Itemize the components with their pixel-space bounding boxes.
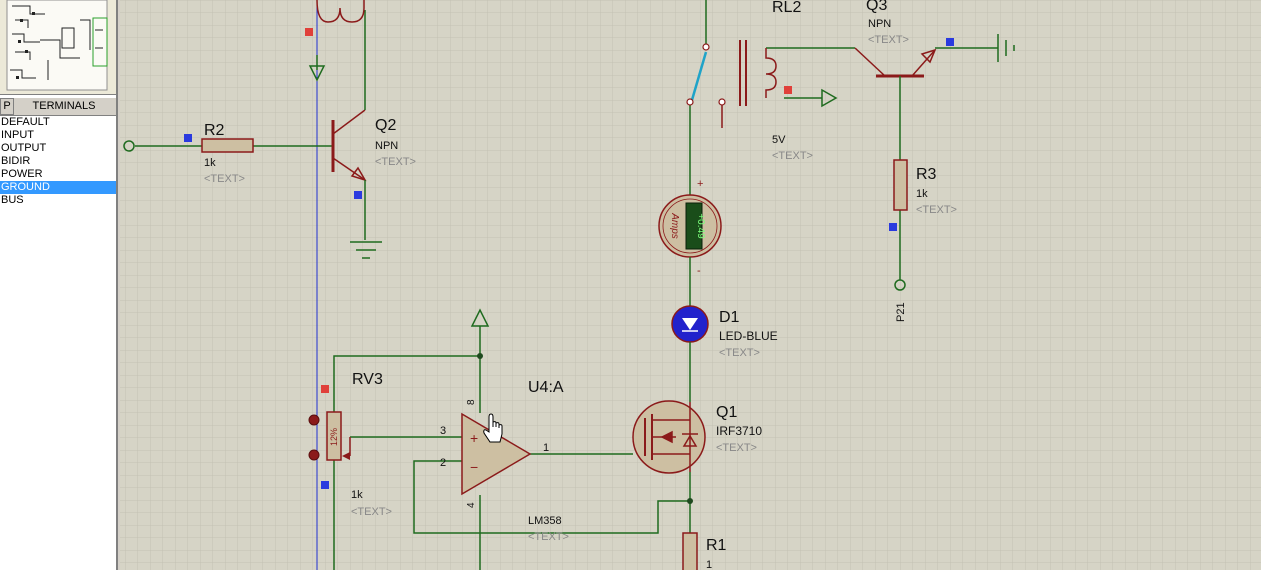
q3-text-placeholder: <TEXT> — [868, 34, 909, 46]
relay-contact-node — [702, 43, 710, 51]
terminals-panel-header: P TERMINALS — [0, 97, 116, 116]
pin-marker — [184, 134, 192, 142]
pin-marker — [889, 223, 897, 231]
resistor-r2[interactable] — [201, 138, 254, 153]
transistor-q3[interactable] — [854, 47, 937, 78]
relay-contact-node — [718, 98, 726, 106]
rl2-ref: RL2 — [772, 0, 801, 16]
pin-marker — [321, 481, 329, 489]
rv3-value: 1k — [351, 489, 363, 501]
list-item-input[interactable]: INPUT — [1, 129, 34, 141]
pin-marker — [784, 86, 792, 94]
power-arrow-icon — [470, 308, 490, 327]
pin-marker — [321, 385, 329, 393]
ammeter-display — [685, 202, 703, 250]
rl2-text-placeholder: <TEXT> — [772, 150, 813, 162]
pin-8-label: 8 — [466, 399, 477, 405]
terminal-p21[interactable] — [894, 279, 906, 291]
panel-title: TERMINALS — [32, 100, 96, 112]
q2-wires — [316, 10, 366, 240]
u4-value: LM358 — [528, 515, 562, 527]
q1-value: IRF3710 — [716, 424, 762, 438]
overview-thumbnail — [0, 0, 116, 94]
junction-dot — [687, 498, 693, 504]
pin-marker — [946, 38, 954, 46]
ammeter-reading: +0.49 — [695, 213, 706, 239]
rv3-text-placeholder: <TEXT> — [351, 506, 392, 518]
junction-dot — [477, 353, 483, 359]
q2-ref: Q2 — [375, 117, 396, 134]
list-item-power[interactable]: POWER — [1, 168, 43, 180]
relay-wires — [689, 0, 855, 200]
d1-text-placeholder: <TEXT> — [719, 347, 760, 359]
r1-value: 1 — [706, 559, 712, 570]
sidebar-panel: P TERMINALS DEFAULT INPUT OUTPUT BIDIR P… — [0, 0, 118, 570]
q3-ref: Q3 — [866, 0, 887, 14]
q2-text-placeholder: <TEXT> — [375, 156, 416, 168]
led-triangle-icon — [682, 318, 698, 330]
pin-1-label: 1 — [543, 442, 549, 454]
r2-text-placeholder: <TEXT> — [204, 173, 245, 185]
relay-rl2[interactable] — [721, 40, 777, 128]
ammeter-unit: Amps — [669, 212, 680, 239]
r3-text-placeholder: <TEXT> — [916, 204, 957, 216]
relay-switch-contact — [690, 51, 708, 101]
ammeter-plus: + — [697, 178, 703, 190]
relay-contact-node — [686, 98, 694, 106]
pin-marker — [305, 28, 313, 36]
q3-wires — [899, 47, 998, 280]
opamp-plus-sign: + — [470, 430, 478, 446]
pin-2-label: 2 — [440, 457, 446, 469]
pin-4-label: 4 — [466, 502, 477, 508]
r2-ref: R2 — [204, 122, 225, 139]
q1-ref: Q1 — [716, 404, 737, 421]
q3-type: NPN — [868, 18, 891, 30]
list-item-ground[interactable]: GROUND — [0, 181, 116, 194]
mosfet-symbol — [644, 402, 698, 472]
rl2-value: 5V — [772, 134, 786, 146]
relay-coil-top — [316, 0, 365, 23]
r3-value: 1k — [916, 188, 928, 200]
r2-value: 1k — [204, 157, 216, 169]
u4-ref: U4:A — [528, 379, 564, 396]
ground-icon — [350, 241, 382, 259]
list-item-bidir[interactable]: BIDIR — [1, 155, 31, 167]
tab-pick-devices[interactable]: P — [0, 98, 14, 115]
resistor-r1[interactable] — [682, 532, 698, 570]
q1-text-placeholder: <TEXT> — [716, 442, 757, 454]
input-terminal[interactable] — [123, 140, 135, 152]
list-item-default[interactable]: DEFAULT — [1, 116, 50, 128]
ground-arrow-icon — [821, 88, 838, 108]
ammeter-minus: - — [697, 265, 701, 277]
r1-ref: R1 — [706, 537, 727, 554]
schematic-canvas[interactable]: R2 1k <TEXT> Q2 NPN <TEXT> — [120, 0, 1261, 570]
overview-window[interactable] — [0, 0, 116, 95]
rv3-ref: RV3 — [352, 371, 383, 388]
hand-cursor-icon — [483, 413, 503, 443]
d1-ref: D1 — [719, 309, 740, 326]
list-item-output[interactable]: OUTPUT — [1, 142, 47, 154]
rv3-decrement-button[interactable] — [308, 449, 320, 461]
terminal-list: DEFAULT INPUT OUTPUT BIDIR POWER GROUND … — [0, 116, 116, 207]
p21-label: P21 — [895, 302, 907, 322]
ground-arrow-icon — [308, 65, 326, 82]
rv3-wiper-percent: 12% — [329, 428, 339, 446]
pin-marker — [354, 191, 362, 199]
d1-value: LED-BLUE — [719, 329, 778, 343]
rv3-increment-button[interactable] — [308, 414, 320, 426]
u4-text-placeholder: <TEXT> — [528, 531, 569, 543]
opamp-wires — [333, 326, 691, 570]
ground-icon — [997, 34, 1015, 62]
wiper-icon — [342, 452, 350, 460]
potentiometer-rv3[interactable] — [326, 411, 342, 461]
list-item-bus[interactable]: BUS — [1, 194, 24, 206]
r3-ref: R3 — [916, 166, 937, 183]
opamp-minus-sign: − — [470, 459, 478, 475]
pin-3-label: 3 — [440, 425, 446, 437]
resistor-r3[interactable] — [893, 159, 908, 211]
q2-type: NPN — [375, 140, 398, 152]
transistor-q2[interactable] — [331, 109, 367, 182]
